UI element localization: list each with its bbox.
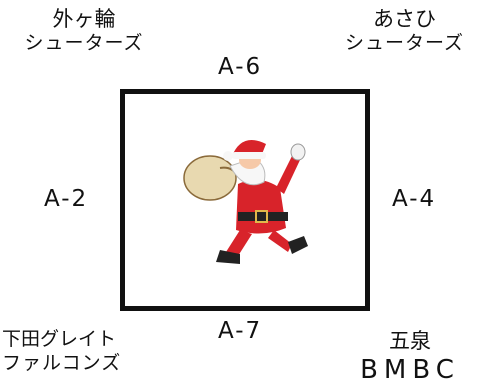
team-bottom-right: 五泉 BMBC [340, 328, 480, 387]
team-bottom-left: 下田グレイト ファルコンズ [2, 328, 162, 376]
team-top-left: 外ヶ輪 シューターズ [4, 6, 164, 56]
court-label-top: A-6 [218, 54, 263, 80]
court-label-bottom: A-7 [218, 318, 263, 344]
team-top-right-name: あさひ [373, 7, 436, 31]
santa-claus-icon [183, 140, 308, 264]
team-bottom-right-subname: BMBC [360, 355, 460, 386]
team-bottom-left-subname: ファルコンズ [2, 351, 122, 374]
team-bottom-right-name: 五泉 [389, 329, 431, 353]
court-label-right: A-4 [392, 186, 437, 212]
team-top-right-subname: シューターズ [344, 32, 465, 55]
court-label-left: A-2 [44, 186, 89, 212]
team-top-left-name: 外ヶ輪 [52, 7, 116, 31]
team-bottom-left-name: 下田グレイト [2, 328, 117, 350]
team-top-left-subname: シューターズ [24, 32, 144, 55]
court-frame [120, 89, 370, 311]
team-top-right: あさひ シューターズ [322, 6, 487, 56]
